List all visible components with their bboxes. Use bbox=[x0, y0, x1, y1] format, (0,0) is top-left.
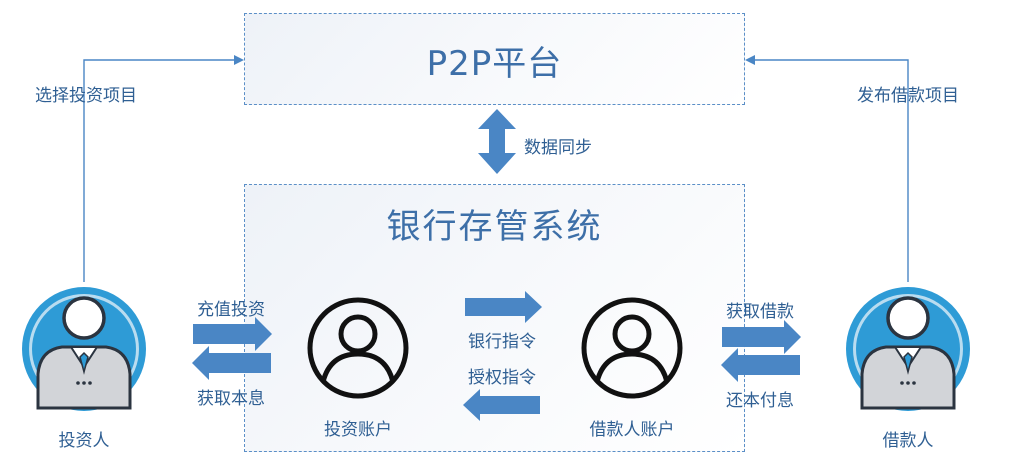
p2p-platform-title: P2P平台 bbox=[426, 44, 563, 84]
borrower-account-label: 借款人账户 bbox=[589, 420, 675, 440]
borrower-platform-connector bbox=[754, 59, 909, 282]
repay-label: 还本付息 bbox=[726, 391, 794, 411]
recharge-arrow-right bbox=[193, 317, 272, 351]
get-principal-label: 获取本息 bbox=[197, 389, 265, 409]
investor-avatar-icon bbox=[22, 287, 146, 411]
bank-instruction-arrow-right bbox=[465, 291, 542, 323]
investor-account-icon bbox=[307, 297, 409, 399]
borrower-avatar-icon bbox=[846, 287, 970, 411]
investor-platform-connector bbox=[83, 59, 236, 282]
bank-custody-title: 银行存管系统 bbox=[386, 207, 603, 247]
investor-account-label: 投资账户 bbox=[324, 420, 392, 440]
auth-instruction-arrow-left bbox=[463, 389, 540, 421]
principal-arrow-left bbox=[192, 346, 271, 380]
investor-platform-arrowhead bbox=[234, 55, 244, 65]
repay-arrow-left bbox=[721, 348, 800, 382]
borrower-label: 借款人 bbox=[882, 431, 934, 451]
bank-instruction-label: 银行指令 bbox=[468, 332, 536, 352]
p2p-platform-box: P2P平台 bbox=[244, 13, 745, 105]
loan-arrow-right bbox=[722, 320, 801, 354]
borrower-platform-arrowhead bbox=[745, 55, 755, 65]
auth-instruction-label: 授权指令 bbox=[468, 368, 536, 388]
publish-loan-label: 发布借款项目 bbox=[857, 86, 959, 106]
investor-label: 投资人 bbox=[58, 431, 110, 451]
data-sync-arrow bbox=[478, 109, 516, 174]
borrower-account-icon bbox=[581, 297, 683, 399]
data-sync-label: 数据同步 bbox=[524, 138, 592, 158]
recharge-label: 充值投资 bbox=[197, 300, 265, 320]
get-loan-label: 获取借款 bbox=[726, 302, 794, 322]
select-investment-label: 选择投资项目 bbox=[35, 86, 137, 106]
